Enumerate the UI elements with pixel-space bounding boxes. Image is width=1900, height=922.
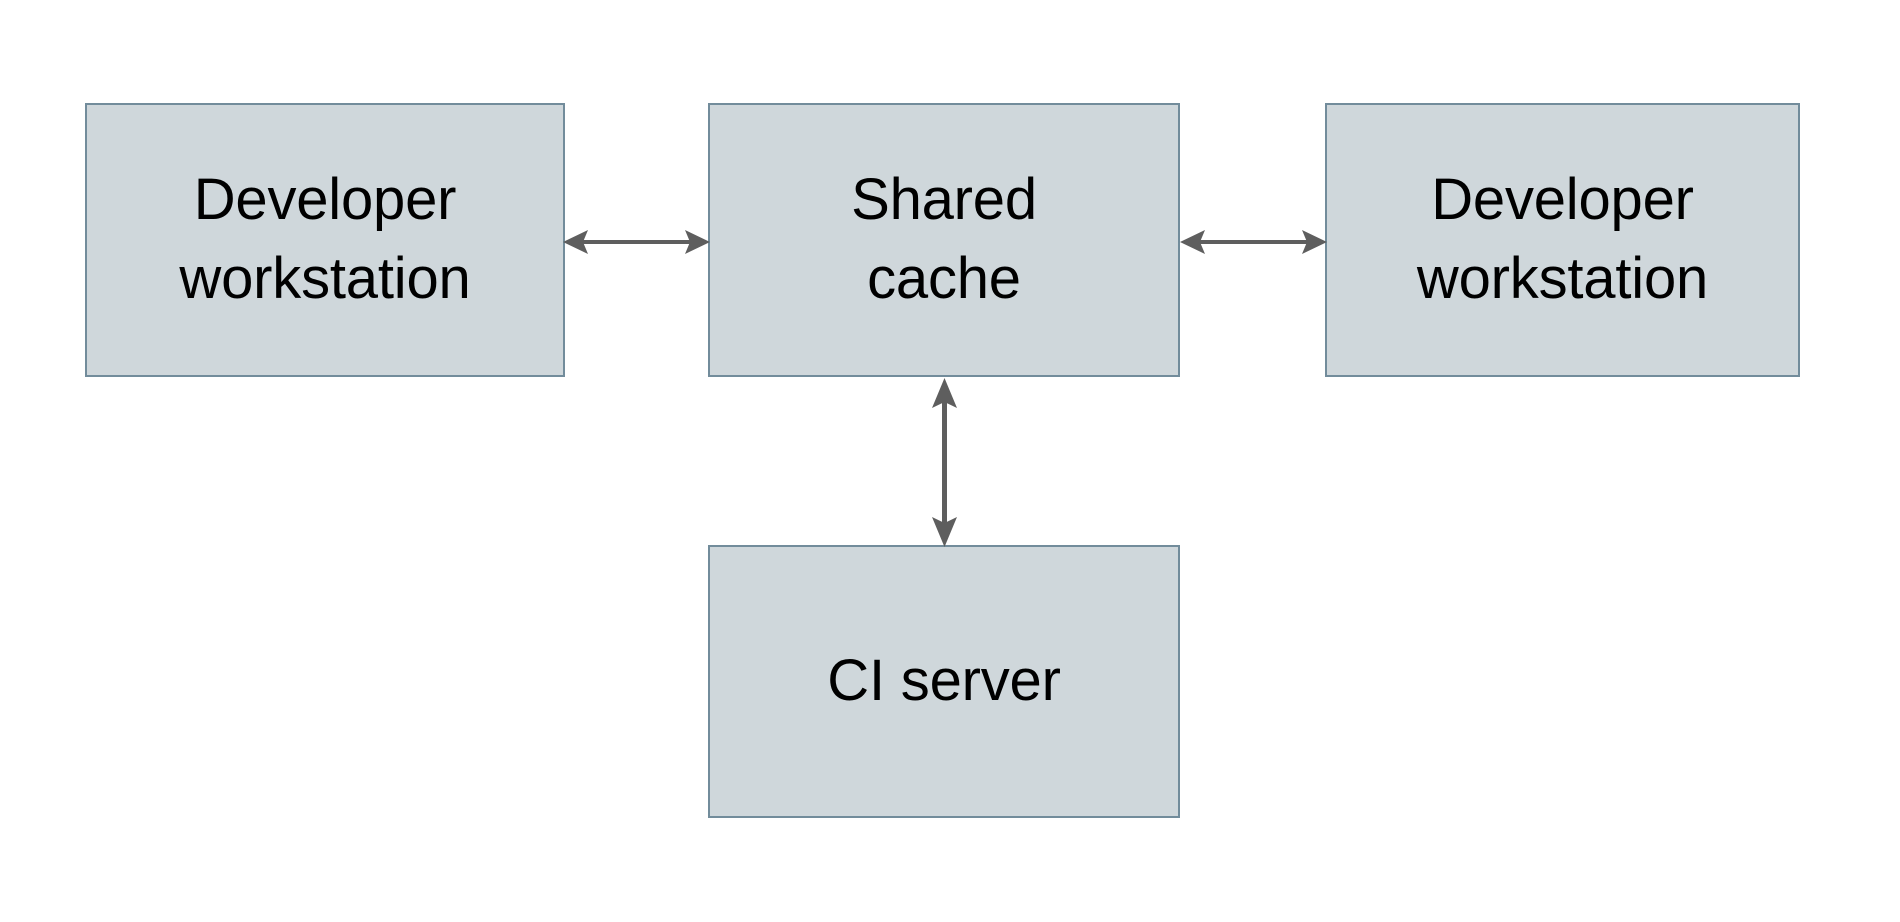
- node-label: Shared cache: [851, 167, 1037, 311]
- node-shared-cache[interactable]: Shared cache: [708, 103, 1180, 377]
- node-label: Developer workstation: [1416, 167, 1709, 311]
- node-developer-workstation-left[interactable]: Developer workstation: [85, 103, 565, 377]
- double-arrow-icon: [563, 230, 710, 254]
- edge-developer-left-to-shared-cache[interactable]: [560, 212, 713, 272]
- node-developer-workstation-right[interactable]: Developer workstation: [1325, 103, 1800, 377]
- edge-shared-cache-to-developer-right[interactable]: [1177, 212, 1330, 272]
- edge-shared-cache-to-ci-server[interactable]: [915, 375, 975, 550]
- node-label: CI server: [827, 648, 1061, 714]
- node-label: Developer workstation: [179, 167, 471, 311]
- node-ci-server[interactable]: CI server: [708, 545, 1180, 818]
- double-arrow-icon: [932, 378, 957, 547]
- double-arrow-icon: [1180, 230, 1327, 254]
